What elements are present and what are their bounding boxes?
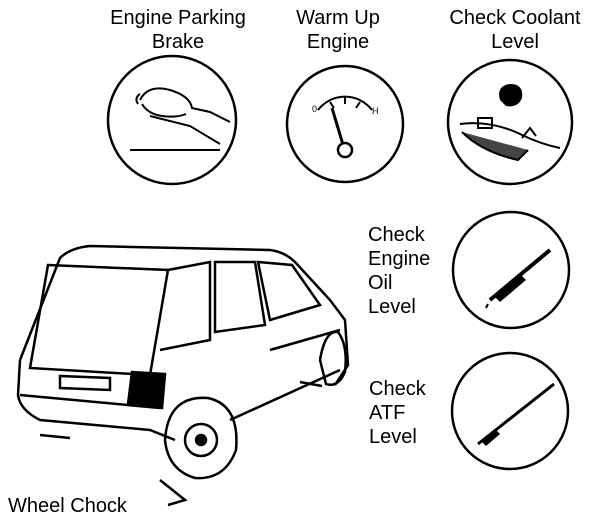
gauge-low-label: 0 bbox=[312, 104, 317, 114]
suv-vehicle-illustration bbox=[16, 244, 350, 507]
gauge-high-label: H bbox=[372, 106, 379, 116]
temperature-gauge-illustration bbox=[285, 64, 405, 184]
check-engine-oil-level-label: Check Engine Oil Level bbox=[368, 224, 431, 318]
parking-brake-illustration bbox=[106, 54, 238, 186]
check-atf-level-label: Check ATF Level bbox=[369, 378, 426, 448]
coolant-reservoir-illustration bbox=[446, 58, 574, 186]
engine-oil-dipstick-illustration bbox=[451, 210, 571, 330]
wheel-chock-label: Wheel Chock bbox=[8, 495, 127, 517]
check-coolant-level-label: Check Coolant Level bbox=[449, 7, 581, 53]
atf-dipstick-illustration bbox=[450, 351, 570, 471]
warm-up-engine-label: Warm Up Engine bbox=[296, 7, 380, 53]
engine-parking-brake-label: Engine Parking Brake bbox=[110, 7, 246, 53]
